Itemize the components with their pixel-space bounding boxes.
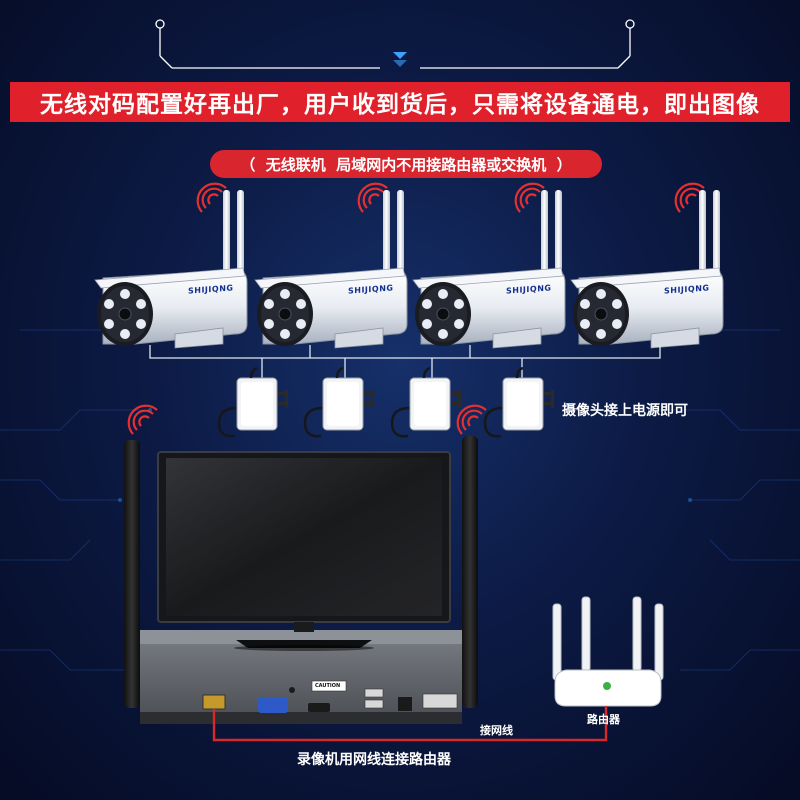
bottom-caption: 录像机用网线连接路由器 <box>297 752 451 768</box>
arrow-down-icon <box>393 52 407 67</box>
nvr-caution-label: CAUTION <box>315 683 341 689</box>
wifi-signal-icon <box>456 404 488 436</box>
vga-port <box>258 697 288 713</box>
hdmi-port <box>308 703 330 712</box>
power-wiring <box>149 345 661 378</box>
wifi-signal-icon <box>357 182 389 214</box>
wifi-signal-icon <box>196 182 228 214</box>
headline-banner: 无线对码配置好再出厂，用户收到货后，只需将设备通电，即出图像 <box>10 82 790 122</box>
wifi-signal-icon <box>127 404 159 436</box>
router <box>552 596 664 707</box>
power-adapter-icon <box>390 366 463 438</box>
router-label: 路由器 <box>587 713 620 726</box>
wireless-note-text: （ 无线联机 局域网内不用接路由器或交换机 ） <box>240 155 572 174</box>
wireless-note-badge: （ 无线联机 局域网内不用接路由器或交换机 ） <box>210 150 602 178</box>
camera-2 <box>254 189 408 349</box>
top-ornament <box>155 19 635 69</box>
monitor <box>157 451 451 651</box>
nvr-recorder <box>140 630 462 724</box>
cable-label: 接网线 <box>480 724 513 737</box>
camera-1 <box>94 189 248 349</box>
nvr-antennas <box>124 436 478 708</box>
camera-3 <box>412 189 566 349</box>
camera-wifi-signals <box>196 182 706 214</box>
usb-port <box>364 688 384 698</box>
power-adapter-icon <box>483 366 556 438</box>
usb-port <box>364 699 384 709</box>
headline-text: 无线对码配置好再出厂，用户收到货后，只需将设备通电，即出图像 <box>40 92 760 118</box>
network-cable <box>212 706 608 742</box>
power-adapter-icon <box>217 366 290 438</box>
camera-4 <box>570 189 724 349</box>
wifi-signal-icon <box>514 182 546 214</box>
power-adapter-icon <box>303 366 376 438</box>
power-note: 摄像头接上电源即可 <box>562 403 688 419</box>
lan-port <box>202 694 226 710</box>
power-port <box>398 697 412 711</box>
